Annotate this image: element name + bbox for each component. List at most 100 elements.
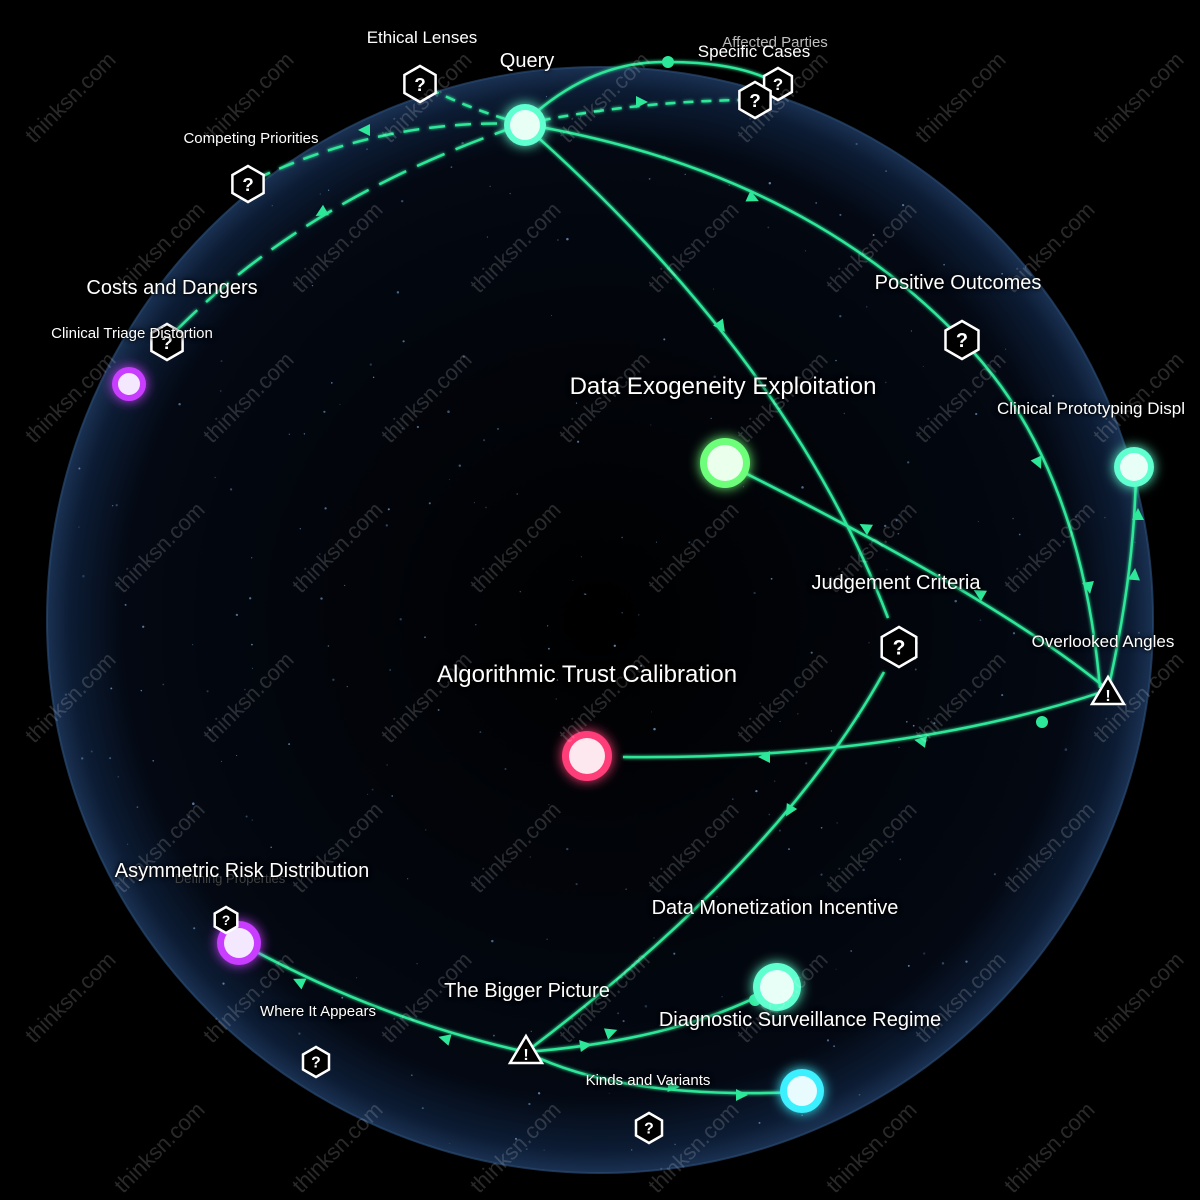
star [219,390,222,392]
star [509,192,511,195]
star [653,727,656,731]
node-data-monetization-incentive[interactable] [753,963,801,1011]
star [621,612,623,614]
star [650,424,652,426]
star [855,142,858,146]
edge-query-positive-outcomes [522,122,963,341]
star [288,743,291,746]
question-hexagon-icon[interactable]: ? [880,625,918,669]
star [975,412,978,416]
star [323,410,326,413]
star [547,647,550,650]
star [425,829,427,831]
arrow-marker [293,978,307,990]
question-hexagon-icon[interactable]: ? [738,80,772,120]
star [543,1149,545,1151]
question-hexagon-icon[interactable]: ? [150,322,184,362]
edge-bigger-picture-asymmetric-risk [239,941,527,1054]
node-data-exogeneity-exploitation[interactable] [700,438,750,488]
svg-text:!: ! [1105,688,1110,705]
node-algorithmic-trust-calibration[interactable] [562,731,612,781]
node-clinical-triage-distortion[interactable] [112,367,146,401]
star [152,760,154,762]
star [912,724,915,727]
star [366,148,368,150]
star [655,541,657,543]
star [653,937,655,939]
star [320,597,323,600]
star [997,363,999,366]
star [721,995,723,998]
star [732,798,734,800]
star [621,536,623,539]
warning-nodes: ! ! [507,674,1127,1065]
node-query[interactable] [504,104,546,146]
star [805,762,808,765]
star [644,1005,648,1008]
star [514,1137,518,1140]
arrow-marker [603,1028,618,1040]
label-affected-parties: Affected Parties [722,34,828,51]
star [90,750,93,753]
question-hexagon-icon[interactable]: ? [213,905,239,935]
star [473,502,475,504]
node-clinical-prototyping[interactable] [1114,447,1154,487]
question-hexagon-icon[interactable]: ? [231,164,265,204]
star [1104,516,1106,519]
warning-triangle-icon[interactable]: ! [1089,674,1127,706]
star [716,896,718,898]
arrow-marker [745,190,759,202]
star [1052,394,1055,397]
question-hexagon-icon[interactable]: ? [301,1045,331,1079]
star [471,679,473,681]
label-data-monetization-incentive: Data Monetization Incentive [651,897,899,919]
star [459,673,462,677]
label-overlooked-angles: Overlooked Angles [1031,632,1175,651]
star [399,618,402,621]
star [835,968,837,970]
star [324,507,327,510]
star [458,464,462,467]
star [804,250,806,252]
star [187,816,190,819]
star [1137,631,1140,634]
star [447,410,450,413]
star [192,802,195,805]
star [245,815,248,818]
star [862,868,865,872]
star [801,1114,803,1116]
star [251,557,253,559]
arrow-marker [579,1040,592,1052]
warning-triangle-icon[interactable]: ! [507,1033,545,1065]
star [575,402,578,404]
star [1012,632,1016,635]
star [548,804,550,806]
label-asymmetric-risk-distribution: Asymmetric Risk Distribution [114,860,370,882]
star [1064,748,1068,751]
arrow-marker [1128,568,1140,581]
star [617,1012,620,1015]
svg-text:?: ? [222,913,230,928]
star [835,359,837,362]
star [926,575,929,578]
star [124,603,127,606]
star [115,504,118,507]
arrow-marker [667,1080,680,1092]
star [850,950,853,952]
question-hexagon-icon[interactable]: ? [403,64,437,104]
star [557,239,559,241]
star [371,788,374,791]
star [385,524,388,527]
star [640,664,643,667]
star [369,363,372,366]
label-clinical-prototyping: Clinical Prototyping Displ [996,399,1186,418]
arrow-marker [859,524,873,536]
question-hexagon-icon[interactable]: ? [944,319,980,361]
star [220,760,223,762]
question-hexagon-icon[interactable]: ? [634,1111,664,1145]
star [625,888,627,890]
svg-text:?: ? [773,75,783,94]
star [1018,533,1021,536]
node-kinds-and-variants[interactable] [780,1069,824,1113]
label-positive-outcomes: Positive Outcomes [874,272,1042,294]
